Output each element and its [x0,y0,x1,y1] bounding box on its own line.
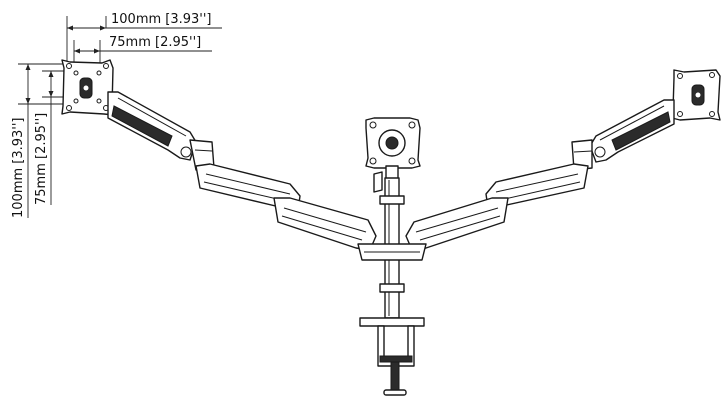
center-hub [357,243,427,261]
left-vesa-plate [61,59,115,116]
dimension-label-top-inner: 75mm [2.95''] [109,35,201,50]
top-dimension-lines [66,16,222,66]
dimension-label-left-inner: 75mm [2.95''] [34,113,49,205]
dimension-label-left-outer: 100mm [3.93''] [11,117,26,218]
left-dimension-lines [18,63,68,218]
left-upper-arm [107,91,197,161]
center-vesa-plate [365,117,421,169]
left-lower-arm-inner [273,197,377,251]
right-elbow-joint [571,139,593,171]
right-vesa-plate [671,69,721,121]
desk-clamp [359,317,425,396]
center-tilt-bracket [373,165,399,193]
dimension-label-top-outer: 100mm [3.93''] [111,12,212,27]
right-upper-arm [589,99,675,163]
right-lower-arm-inner [405,197,509,251]
